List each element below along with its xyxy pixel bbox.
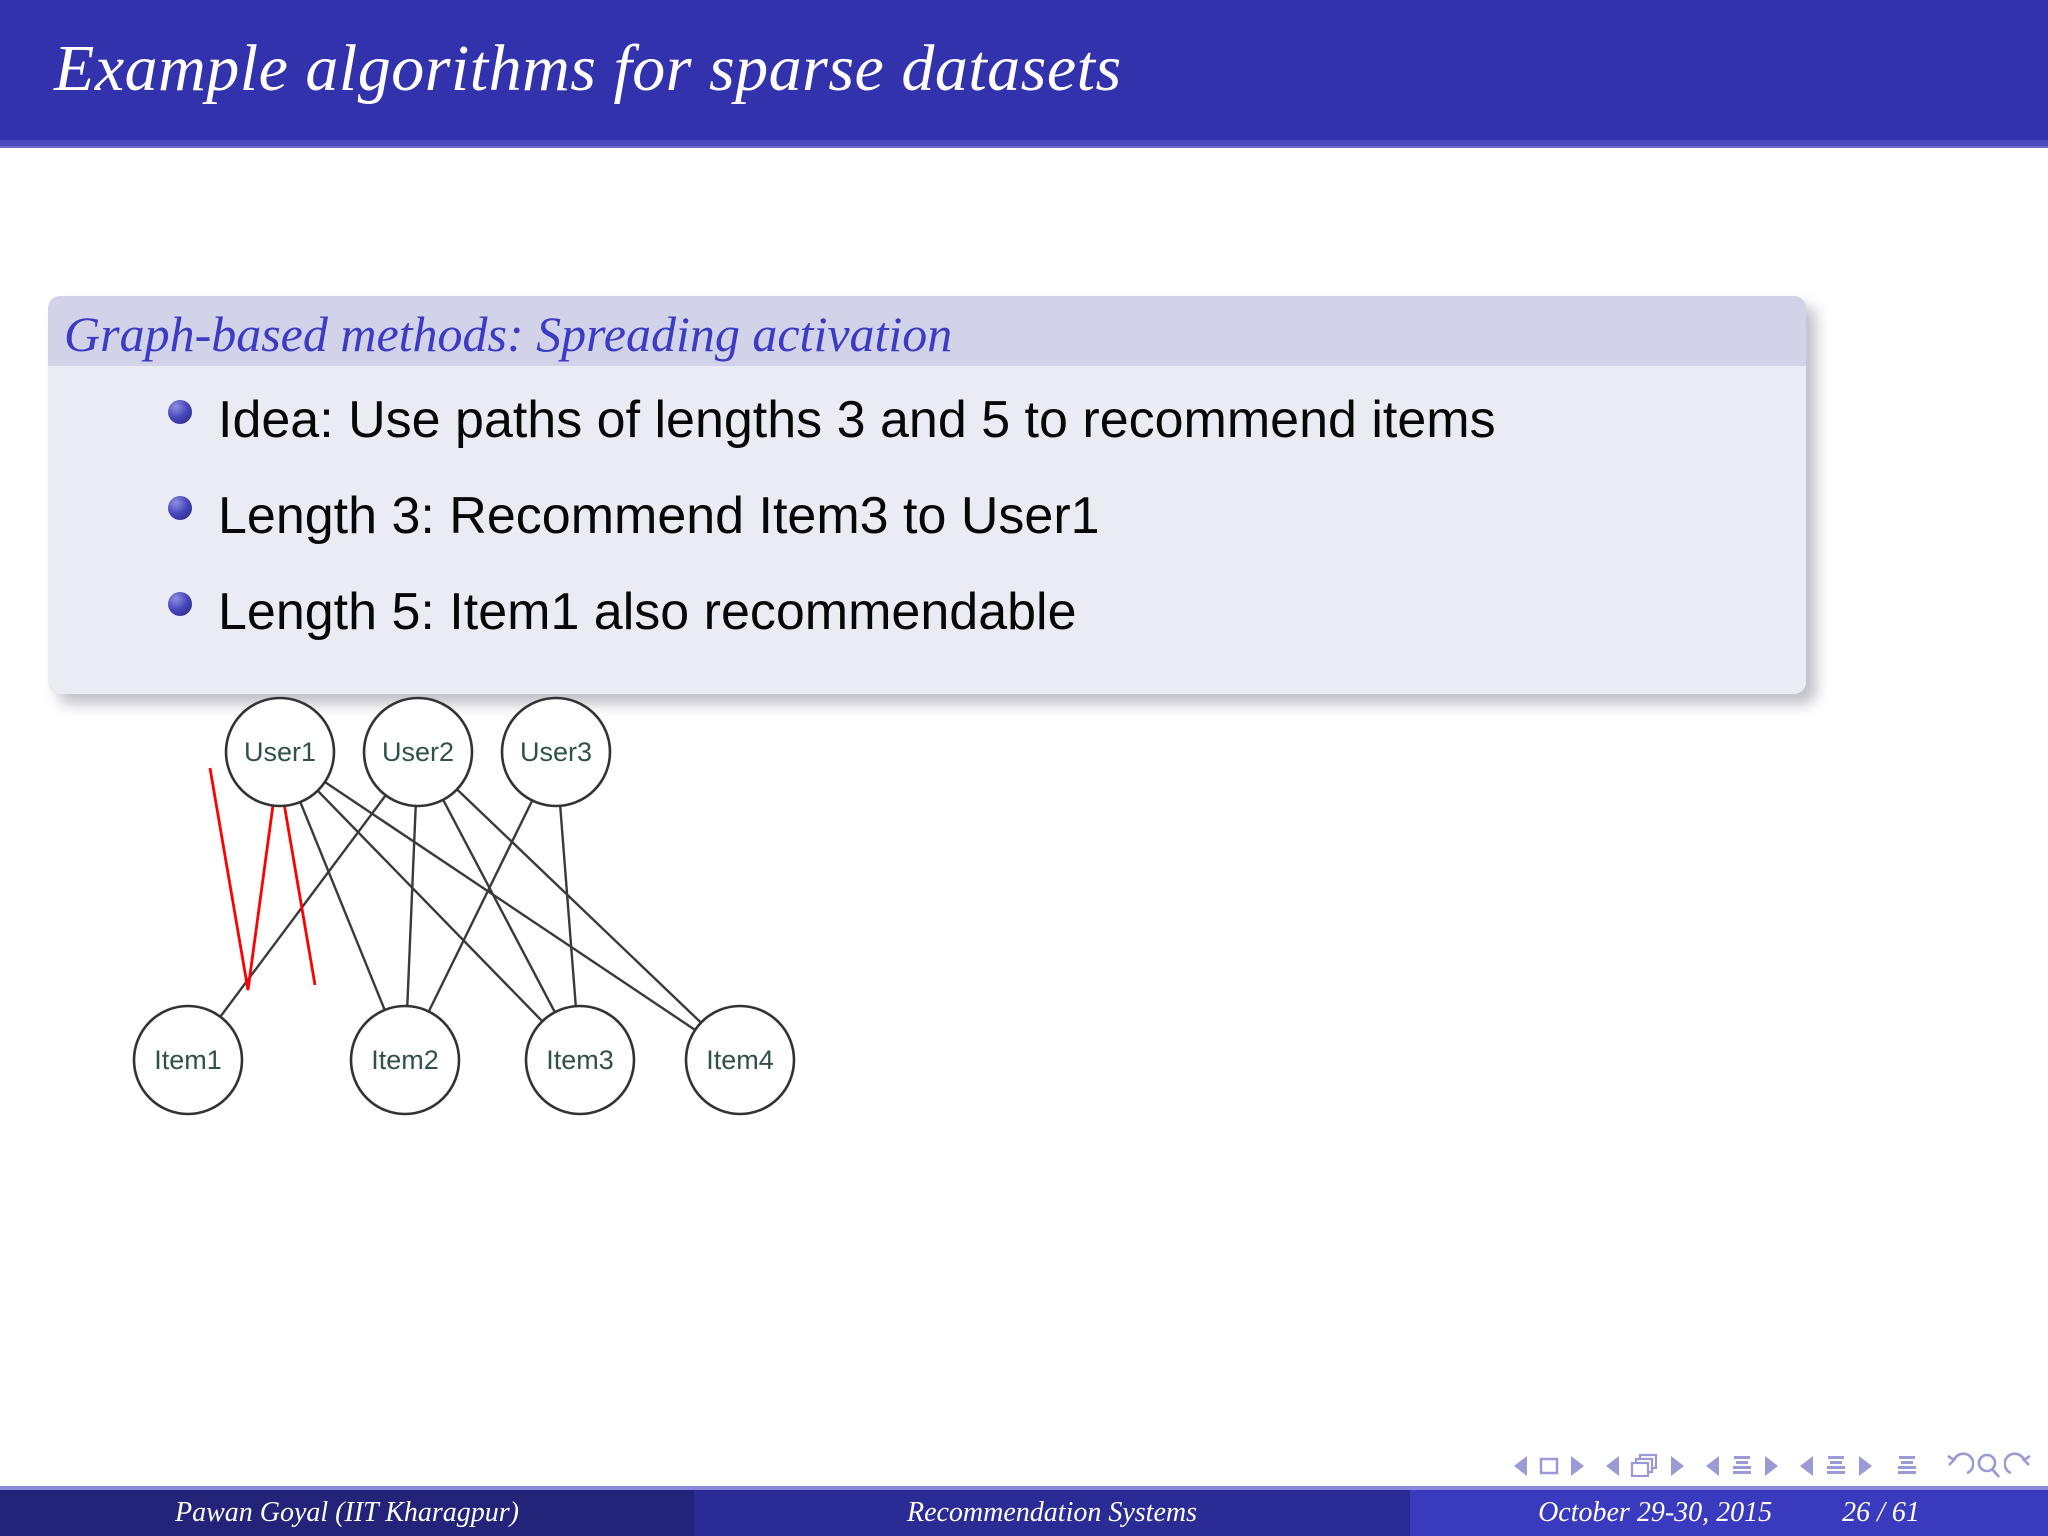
nav-frame-icon[interactable] (1537, 1454, 1561, 1478)
slide-footer: Pawan Goyal (IIT Kharagpur) Recommendati… (0, 1490, 2048, 1536)
nav-next-section-icon[interactable] (1765, 1456, 1778, 1476)
nav-part-group[interactable] (1800, 1453, 1872, 1479)
content-block: Graph-based methods: Spreading activatio… (48, 296, 1806, 694)
nav-part-icon[interactable] (1823, 1453, 1849, 1479)
graph-edge (442, 799, 556, 1013)
graph-node-label: Item4 (706, 1045, 774, 1075)
bullet-dot-icon (168, 592, 192, 616)
graph-edge (427, 799, 534, 1013)
footer-right-segment: October 29-30, 2015 26 / 61 (1410, 1490, 2048, 1536)
graph-node-circle (349, 1004, 461, 1116)
block-header: Graph-based methods: Spreading activatio… (48, 296, 1806, 366)
nav-prev-subsection-icon[interactable] (1606, 1456, 1619, 1476)
graph-node-user1: User1 (224, 696, 336, 808)
nav-back-icon[interactable] (1942, 1451, 1974, 1481)
graph-node-label: Item2 (371, 1045, 439, 1075)
graph-node-circle (524, 1004, 636, 1116)
footer-rule (0, 1486, 2048, 1490)
nav-next-part-icon[interactable] (1859, 1456, 1872, 1476)
graph-edge (219, 794, 387, 1018)
graph-edge (406, 805, 417, 1007)
graph-node-label: User3 (520, 737, 592, 767)
graph-node-circle (132, 1004, 244, 1116)
nav-doc-group[interactable] (1894, 1453, 1920, 1479)
nav-subsection-group[interactable] (1606, 1453, 1684, 1479)
list-item: Length 5: Item1 also recommendable (48, 576, 1806, 648)
slide-title-bar (0, 0, 2048, 140)
graph-node-item4: Item4 (684, 1004, 796, 1116)
graph-node-label: Item1 (154, 1045, 222, 1075)
nav-doc-icon[interactable] (1894, 1453, 1920, 1479)
list-item: Idea: Use paths of lengths 3 and 5 to re… (48, 384, 1806, 456)
list-item: Length 3: Recommend Item3 to User1 (48, 480, 1806, 552)
bullet-text: Length 5: Item1 also recommendable (218, 583, 1077, 641)
graph-edge (558, 805, 578, 1007)
footer-date: October 29-30, 2015 (1538, 1497, 1773, 1528)
graph-node-label: User1 (244, 737, 316, 767)
bullet-dot-icon (168, 400, 192, 424)
nav-section-group[interactable] (1706, 1453, 1778, 1479)
nav-next-frame-icon[interactable] (1571, 1456, 1584, 1476)
graph-node-item1: Item1 (132, 1004, 244, 1116)
block-body: Idea: Use paths of lengths 3 and 5 to re… (48, 366, 1806, 694)
graph-edge (456, 788, 702, 1024)
title-bar-underline (0, 140, 2048, 148)
graph-edge-layer (219, 781, 702, 1031)
graph-edge (316, 789, 544, 1023)
block-title: Graph-based methods: Spreading activatio… (64, 306, 953, 362)
nav-frame-group[interactable] (1514, 1454, 1584, 1478)
footer-author: Pawan Goyal (IIT Kharagpur) (0, 1490, 694, 1536)
nav-search-icon[interactable] (1974, 1451, 2004, 1481)
nav-history-group[interactable] (1942, 1451, 2036, 1481)
graph-node-item3: Item3 (524, 1004, 636, 1116)
page-title: Example algorithms for sparse datasets (54, 32, 1122, 105)
graph-node-circle (224, 696, 336, 808)
graph-edge (299, 801, 386, 1011)
graph-node-label: User2 (382, 737, 454, 767)
nav-prev-frame-icon[interactable] (1514, 1456, 1527, 1476)
footer-page-number: 26 / 61 (1842, 1497, 1920, 1528)
graph-node-circle (362, 696, 474, 808)
nav-prev-section-icon[interactable] (1706, 1456, 1719, 1476)
graph-node-label: Item3 (546, 1045, 614, 1075)
graph-edge (324, 781, 696, 1031)
graph-node-user3: User3 (500, 696, 612, 808)
nav-subsection-icon[interactable] (1629, 1453, 1661, 1479)
graph-node-item2: Item2 (349, 1004, 461, 1116)
graph-highlight-path (208, 767, 317, 991)
bullet-dot-icon (168, 496, 192, 520)
nav-section-icon[interactable] (1729, 1453, 1755, 1479)
bullet-text: Idea: Use paths of lengths 3 and 5 to re… (218, 391, 1496, 449)
nav-prev-part-icon[interactable] (1800, 1456, 1813, 1476)
nav-forward-icon[interactable] (2004, 1451, 2036, 1481)
bullet-text: Length 3: Recommend Item3 to User1 (218, 487, 1100, 545)
footer-subject: Recommendation Systems (694, 1490, 1410, 1536)
nav-next-subsection-icon[interactable] (1671, 1456, 1684, 1476)
graph-node-circle (500, 696, 612, 808)
graph-highlight-edge (208, 767, 317, 991)
graph-node-user2: User2 (362, 696, 474, 808)
beamer-navigation-bar (0, 1440, 2048, 1492)
graph-node-circle (684, 1004, 796, 1116)
